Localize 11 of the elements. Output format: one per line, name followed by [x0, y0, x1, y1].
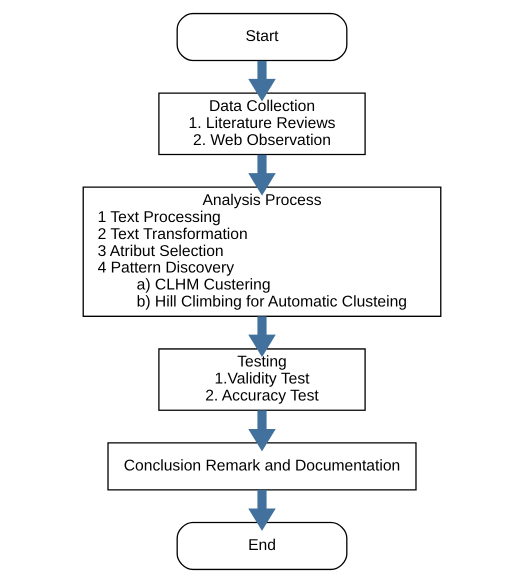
- node-box: Conclusion Remark and Documentation: [107, 442, 417, 490]
- arrow: [248, 490, 276, 531]
- arrow: [248, 154, 276, 196]
- arrow: [248, 316, 276, 358]
- node-box: Analysis Process 1 Text Processing 2 Text Transformation 3 Atribut Selection 4 Pattern Discovery a) CLHM Custering b) Hill Climbing for Automatic Clusteing: [82, 186, 442, 317]
- arrow: [248, 410, 276, 452]
- node-box: Start: [176, 12, 348, 62]
- node-box: Data Collection 1. Literature Reviews 2. Web Observation: [158, 92, 366, 156]
- node-box: End: [176, 522, 348, 570]
- node-box: Testing 1.Validity Test 2. Accuracy Test: [158, 348, 366, 411]
- arrow: [248, 60, 276, 102]
